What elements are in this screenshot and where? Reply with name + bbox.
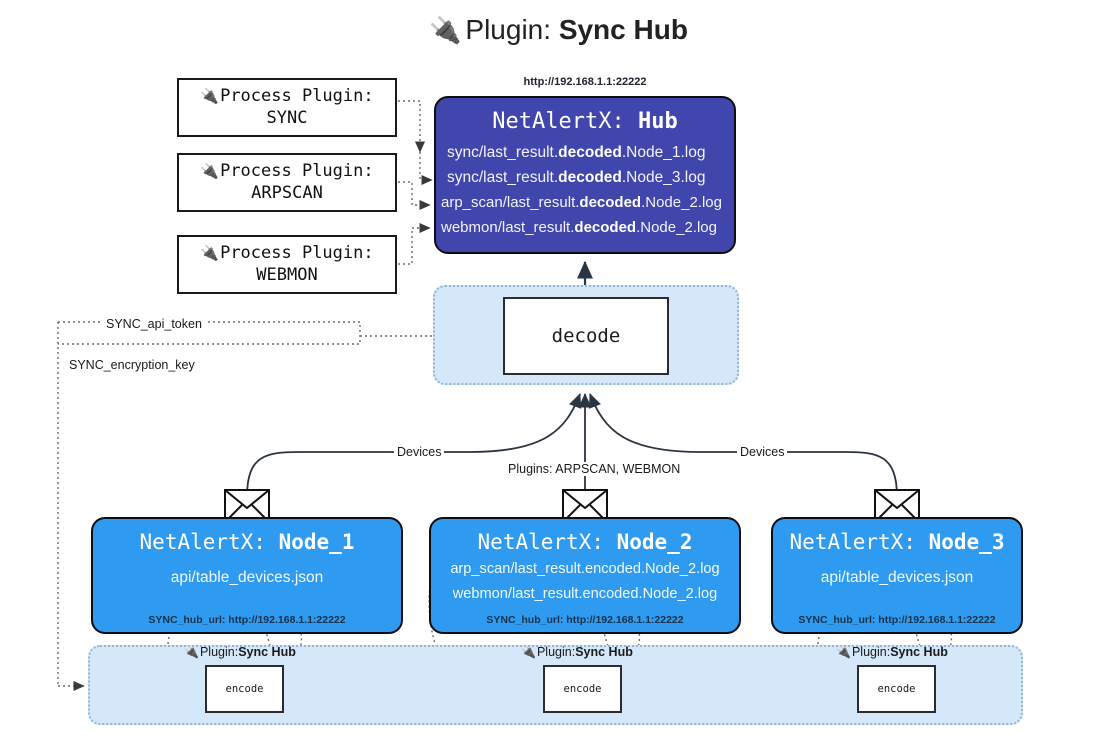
log-prefix: arp_scan/last_result. — [441, 194, 580, 211]
process-plugin-label: Process Plugin: — [220, 160, 374, 181]
config-label-encryption-key: SYNC_encryption_key — [66, 358, 198, 372]
plug-icon: 🔌 — [184, 645, 199, 659]
process-plugin-heading: 🔌Process Plugin: — [200, 243, 373, 265]
log-state: decoded — [574, 219, 637, 236]
hub-title-name: Hub — [637, 109, 678, 134]
encode-plugin-name: Sync Hub — [890, 645, 948, 659]
node-card-node-1[interactable]: NetAlertX: Node_1 api/table_devices.json… — [91, 517, 403, 634]
encode-box-node-1[interactable]: encode — [205, 665, 284, 713]
node-hub-url: SYNC_hub_url: http://192.168.1.1:22222 — [798, 614, 996, 626]
encode-plugin-name: Sync Hub — [238, 645, 296, 659]
node-title-name: Node_3 — [928, 530, 1005, 554]
encode-plugin-label-node-3: 🔌Plugin: Sync Hub — [836, 645, 948, 659]
process-plugin-heading: 🔌Process Plugin: — [200, 86, 373, 108]
decode-box[interactable]: decode — [503, 297, 669, 375]
node-title-name: Node_1 — [278, 530, 355, 554]
encode-box-node-2[interactable]: encode — [543, 665, 622, 713]
log-prefix: sync/last_result. — [447, 144, 559, 161]
process-plugin-box-sync[interactable]: 🔌Process Plugin: SYNC — [177, 78, 397, 137]
log-suffix: .Node_2.log — [636, 219, 717, 236]
encode-plugin-label-node-1: 🔌Plugin: Sync Hub — [184, 645, 296, 659]
node-line-list: arp_scan/last_result.encoded.Node_2.log … — [431, 557, 739, 607]
node-title-name: Node_2 — [616, 530, 693, 554]
encode-box-node-3[interactable]: encode — [857, 665, 936, 713]
plug-icon: 🔌 — [429, 16, 462, 46]
encode-plugin-prefix: Plugin: — [199, 645, 239, 659]
node-line: arp_scan/last_result.encoded.Node_2.log — [450, 561, 720, 577]
encode-plugin-label-node-2: 🔌Plugin: Sync Hub — [521, 645, 633, 659]
node-title-prefix: NetAlertX: — [139, 530, 279, 554]
node-title-prefix: NetAlertX: — [789, 530, 929, 554]
hub-log-line: sync/last_result.decoded.Node_3.log — [436, 165, 734, 190]
plug-icon: 🔌 — [200, 244, 220, 263]
envelope-icon — [562, 489, 608, 523]
edge-label-plugins-center: Plugins: ARPSCAN, WEBMON — [505, 462, 684, 476]
edge-label-devices-right: Devices — [737, 445, 788, 459]
log-suffix: .Node_2.log — [641, 194, 722, 211]
hub-log-line: sync/last_result.decoded.Node_1.log — [436, 140, 734, 165]
hub-title: NetAlertX: Hub — [436, 109, 734, 134]
page-title-name: Sync Hub — [558, 14, 688, 45]
process-plugin-heading: 🔌Process Plugin: — [200, 161, 373, 183]
process-plugin-name: WEBMON — [256, 264, 318, 285]
hub-log-line: arp_scan/last_result.decoded.Node_2.log — [436, 190, 734, 215]
node-card-node-2[interactable]: NetAlertX: Node_2 arp_scan/last_result.e… — [429, 517, 741, 634]
node-title: NetAlertX: Node_3 — [773, 530, 1021, 554]
plug-icon: 🔌 — [836, 645, 851, 659]
node-hub-url: SYNC_hub_url: http://192.168.1.1:22222 — [148, 614, 346, 626]
encode-plugin-prefix: Plugin: — [536, 645, 576, 659]
log-prefix: webmon/last_result. — [441, 219, 575, 236]
process-plugin-name: SYNC — [266, 107, 308, 128]
envelope-icon — [874, 489, 920, 523]
node-line: api/table_devices.json — [820, 569, 974, 586]
hub-log-list: sync/last_result.decoded.Node_1.log sync… — [436, 140, 734, 240]
plug-icon: 🔌 — [521, 645, 536, 659]
node-line: webmon/last_result.encoded.Node_2.log — [452, 586, 718, 602]
hub-node[interactable]: NetAlertX: Hub sync/last_result.decoded.… — [434, 96, 736, 254]
node-title: NetAlertX: Node_2 — [431, 530, 739, 554]
process-plugin-box-webmon[interactable]: 🔌Process Plugin: WEBMON — [177, 235, 397, 294]
process-plugin-label: Process Plugin: — [220, 242, 374, 263]
log-state: decoded — [579, 194, 642, 211]
log-prefix: sync/last_result. — [447, 169, 559, 186]
encode-plugin-name: Sync Hub — [575, 645, 633, 659]
plug-icon: 🔌 — [200, 162, 220, 181]
node-line-list: api/table_devices.json — [773, 565, 1021, 590]
hub-url-label: http://192.168.1.1:22222 — [523, 76, 647, 88]
log-state: decoded — [558, 144, 622, 161]
log-state: decoded — [558, 169, 622, 186]
envelope-icon — [224, 489, 270, 523]
process-plugin-name: ARPSCAN — [251, 182, 323, 203]
encode-plugin-prefix: Plugin: — [851, 645, 891, 659]
log-suffix: .Node_3.log — [621, 169, 706, 186]
config-label-api-token: SYNC_api_token — [103, 317, 205, 331]
page-title: 🔌Plugin: Sync Hub — [0, 14, 1117, 46]
log-suffix: .Node_1.log — [621, 144, 706, 161]
page-title-prefix: Plugin: — [465, 14, 559, 45]
hub-title-prefix: NetAlertX: — [492, 109, 638, 134]
process-plugin-box-arpscan[interactable]: 🔌Process Plugin: ARPSCAN — [177, 153, 397, 212]
node-line: api/table_devices.json — [170, 569, 324, 586]
process-plugin-label: Process Plugin: — [220, 85, 374, 106]
hub-log-line: webmon/last_result.decoded.Node_2.log — [436, 215, 734, 240]
node-hub-url: SYNC_hub_url: http://192.168.1.1:22222 — [486, 614, 684, 626]
node-line-list: api/table_devices.json — [93, 565, 401, 590]
node-title-prefix: NetAlertX: — [477, 530, 617, 554]
node-title: NetAlertX: Node_1 — [93, 530, 401, 554]
edge-label-devices-left: Devices — [394, 445, 445, 459]
plug-icon: 🔌 — [200, 87, 220, 106]
node-card-node-3[interactable]: NetAlertX: Node_3 api/table_devices.json… — [771, 517, 1023, 634]
